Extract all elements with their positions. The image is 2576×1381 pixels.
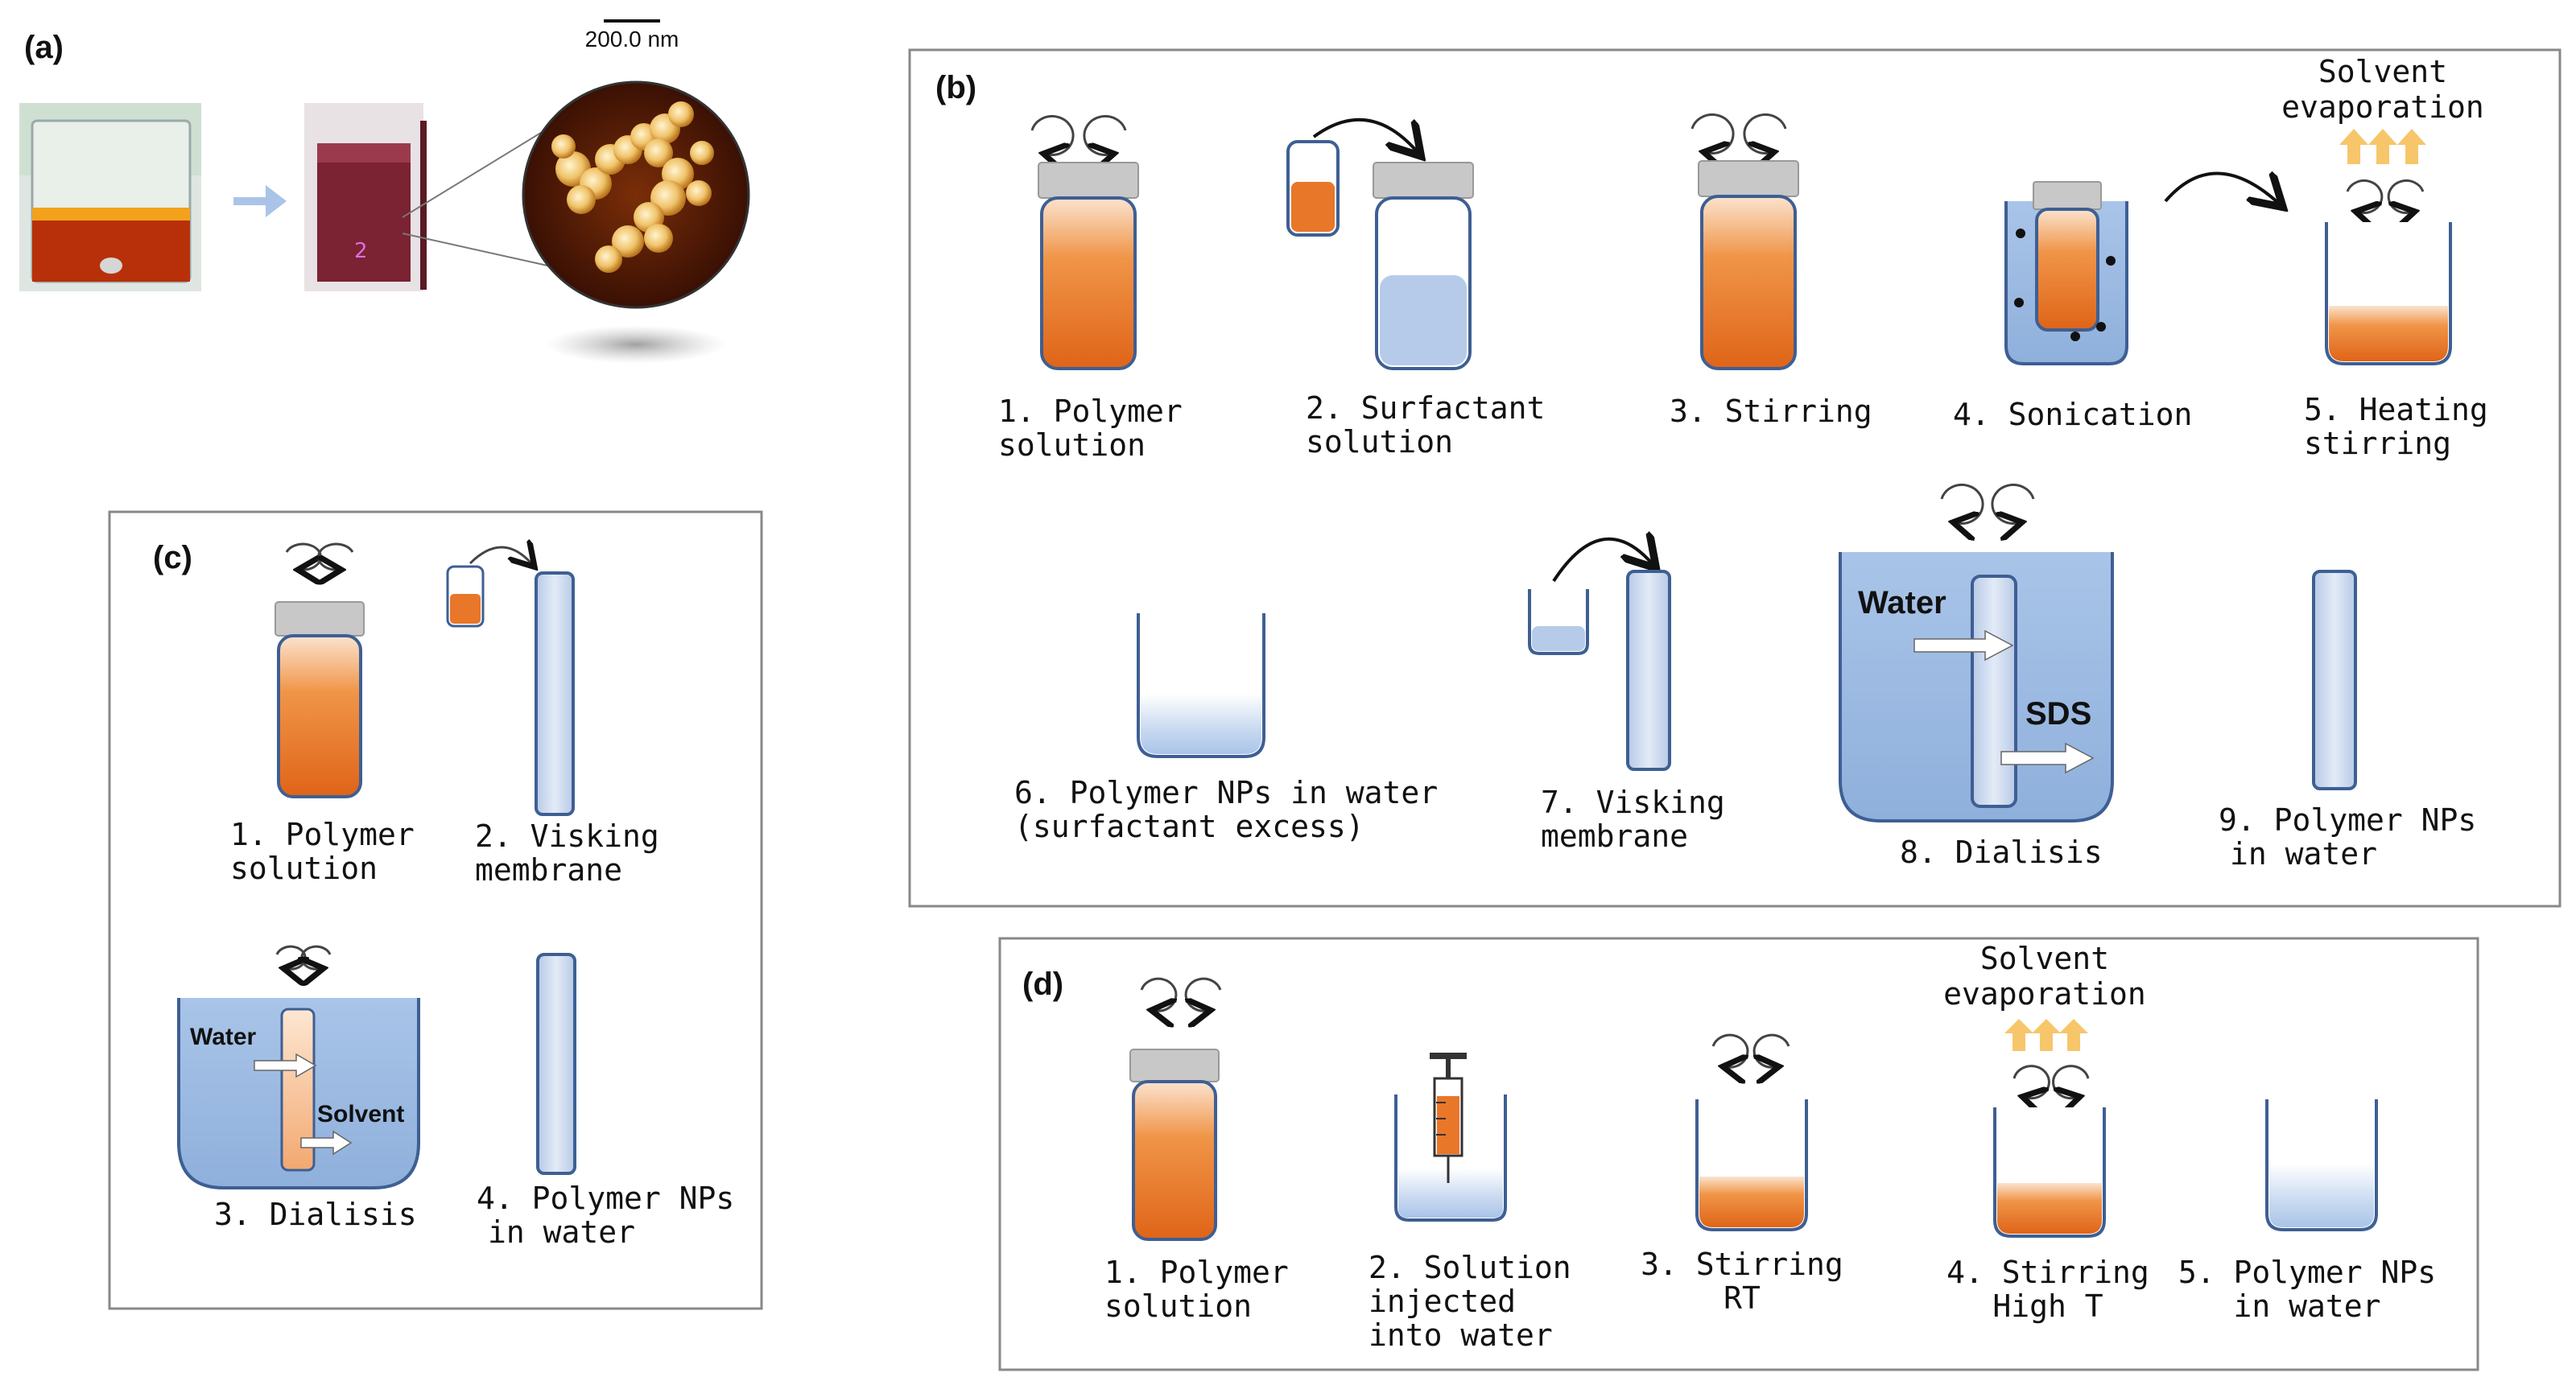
water-label: Water	[190, 1024, 257, 1050]
step-label: 8. Dialisis	[1900, 835, 2103, 870]
step-label: 3. Dialisis	[214, 1197, 417, 1232]
transfer-arrow	[2164, 173, 2278, 203]
heating-stirring-beaker: Solvent evaporation	[2281, 54, 2484, 365]
visking-membrane	[446, 547, 575, 816]
evaporation-label-line2: evaporation	[2281, 89, 2484, 125]
evaporation-label-line1: Solvent	[2318, 54, 2447, 89]
solvent-label: Solvent	[317, 1101, 404, 1127]
evaporation-arrows-icon	[2004, 1019, 2088, 1051]
nps-tube	[2312, 570, 2357, 790]
stirring-high-t-beaker: Solvent evaporation	[1943, 941, 2146, 1238]
sds-label: SDS	[2025, 696, 2091, 732]
outflow-arrow-icon	[300, 1130, 353, 1156]
syringe-injection	[1394, 1053, 1507, 1222]
stirring-rt-beaker	[1695, 1033, 1808, 1231]
evaporation-label-line2: evaporation	[1943, 976, 2146, 1012]
inflow-arrow-icon	[254, 1053, 317, 1078]
water-label: Water	[1858, 585, 1946, 620]
afm-shadow	[546, 325, 726, 364]
polymer-solution-vial	[1129, 977, 1222, 1241]
surfactant-solution-vial	[1286, 117, 1474, 370]
panel-a-tag: (a)	[24, 30, 64, 65]
step-label: 6. Polymer NPs in water(surfactant exces…	[1014, 775, 1438, 844]
panel-c-tag: (c)	[153, 540, 192, 575]
sonication-bath	[2004, 173, 2278, 365]
step-label: 4. Sonication	[1953, 397, 2192, 432]
beaker-photo	[19, 103, 201, 291]
polymer-solution-vial	[1030, 114, 1139, 370]
svg-text:2: 2	[354, 239, 368, 263]
panel-b-tag: (b)	[935, 70, 976, 105]
visking-membrane	[1528, 539, 1671, 771]
step-label: 3. Stirring	[1670, 394, 1872, 429]
panel-d-tag: (d)	[1022, 967, 1063, 1002]
arrow-icon	[233, 185, 287, 217]
syringe-icon	[1430, 1053, 1467, 1183]
zoom-line	[402, 233, 548, 266]
polymer-nps-beaker	[2265, 1099, 2378, 1231]
vial-photo: 2	[304, 103, 427, 291]
polymer-solution-vial	[275, 542, 365, 798]
outflow-arrow-icon	[2000, 742, 2095, 774]
zoom-line	[402, 128, 548, 218]
dialysis-bath: Water SDS	[1839, 483, 2114, 822]
inflow-arrow-icon	[1913, 629, 2014, 662]
panel-a: (a) 2	[19, 19, 750, 364]
polymer-nps-beaker	[1137, 613, 1265, 758]
dialysis-bath: Water Solvent	[177, 945, 420, 1189]
panel-b: (b)	[908, 48, 2562, 908]
stirring-vial	[1690, 113, 1799, 370]
nps-tube	[536, 953, 576, 1175]
afm-image	[522, 80, 750, 364]
evaporation-label-line1: Solvent	[1980, 941, 2109, 976]
evaporation-arrows-icon	[2339, 129, 2426, 164]
scale-bar-label: 200.0 nm	[585, 27, 679, 52]
